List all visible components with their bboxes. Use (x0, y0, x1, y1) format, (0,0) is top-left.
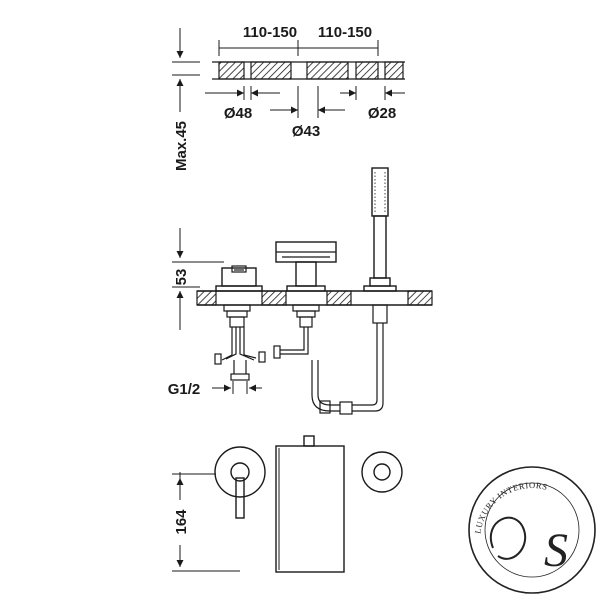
diameter-43-label: Ø43 (292, 123, 320, 140)
max-45-label: Max.45 (173, 121, 190, 171)
deck-plan-section: 110-150 110-150 Ø48 Ø43 Ø28 (172, 24, 405, 171)
hand-shower-side (311, 167, 397, 415)
front-view: 164 (172, 435, 403, 573)
height-164-label: 164 (173, 509, 190, 535)
logo-monogram: S (544, 524, 568, 577)
monogram-swirl (489, 516, 527, 560)
lever-mixer-front (214, 446, 266, 519)
diameter-28-label: Ø28 (368, 105, 396, 122)
diameter-48-label: Ø48 (224, 105, 252, 122)
spacing-left-label: 110-150 (243, 24, 297, 41)
height-53-label: 53 (173, 269, 190, 286)
thread-g12-label: G1/2 (168, 381, 201, 398)
spout-side (273, 241, 337, 359)
deck-strip (212, 61, 405, 80)
spout-front (275, 435, 345, 573)
lever-mixer-side (214, 265, 266, 381)
spacing-right-label: 110-150 (318, 24, 372, 41)
shower-holder-front (361, 451, 403, 493)
side-elevation: 53 G1/2 (168, 167, 433, 415)
luxury-interiors-logo: LUXURY INTERIORS S (468, 466, 596, 594)
